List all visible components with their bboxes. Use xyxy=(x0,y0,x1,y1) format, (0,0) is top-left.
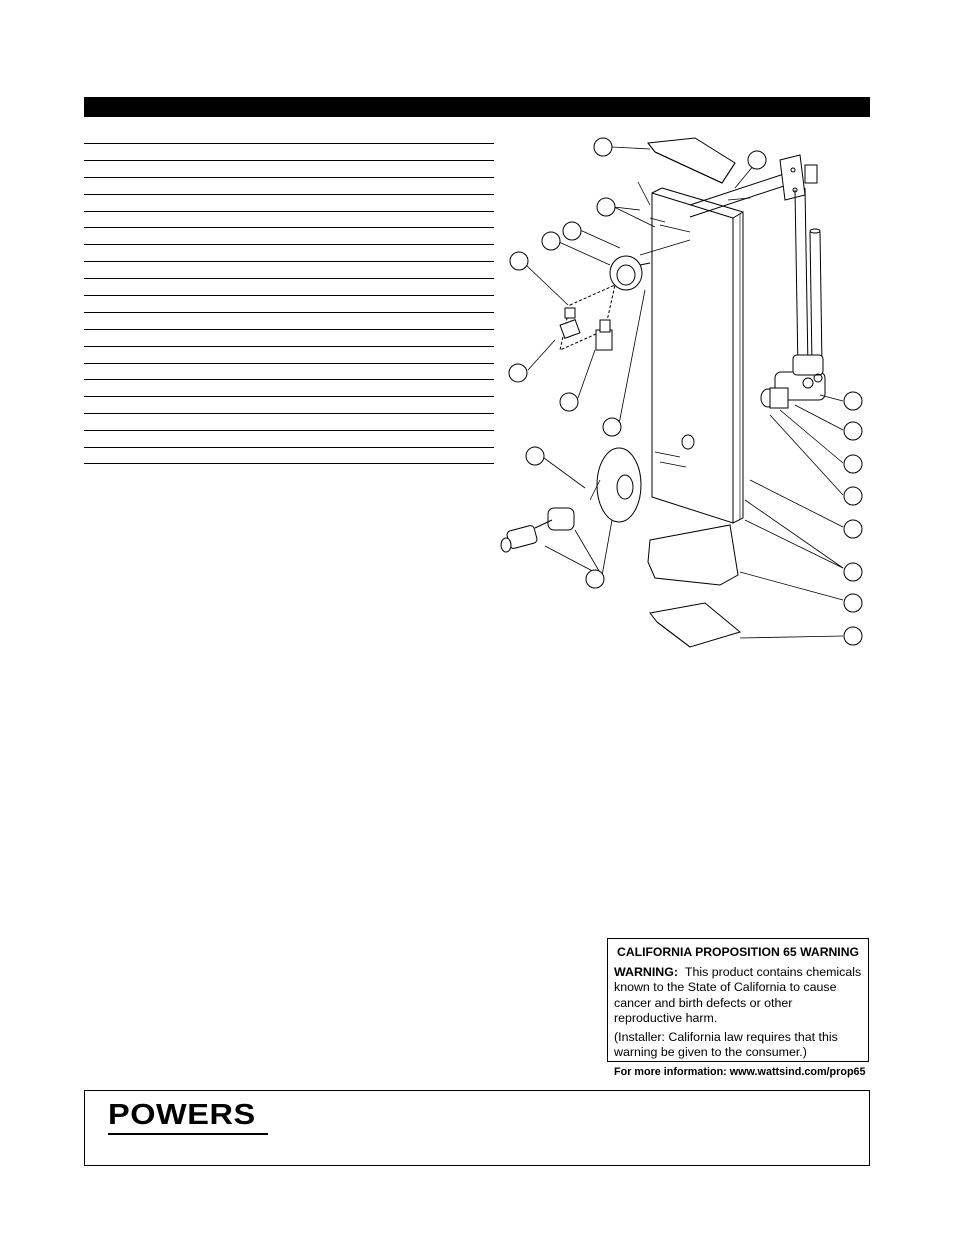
parts-list-table xyxy=(84,143,494,464)
screws xyxy=(589,181,751,501)
top-cap xyxy=(647,137,736,184)
more-info-line: For more information: www.wattsind.com/p… xyxy=(614,1066,866,1079)
foot-plate xyxy=(647,524,739,586)
valve-assembly xyxy=(760,354,826,409)
warning-text: WARNING: This product contains chemicals… xyxy=(614,965,862,1027)
parts-row xyxy=(84,413,494,430)
parts-row xyxy=(84,143,494,160)
logo-underline xyxy=(108,1133,268,1135)
footer-box: POWERS xyxy=(84,1090,870,1166)
parts-row xyxy=(84,295,494,312)
parts-row xyxy=(84,176,494,194)
upper-fittings xyxy=(559,284,616,351)
parts-row xyxy=(84,261,494,278)
parts-row xyxy=(84,430,494,447)
parts-row xyxy=(84,345,494,363)
vertical-pipes xyxy=(794,187,823,371)
powers-logo: POWERS xyxy=(108,1099,256,1131)
callout-leaders xyxy=(525,146,844,639)
lower-escutcheon xyxy=(596,447,642,523)
parts-row xyxy=(84,447,494,464)
parts-row xyxy=(84,328,494,346)
parts-row xyxy=(84,244,494,261)
prop65-warning-box: CALIFORNIA PROPOSITION 65 WARNING WARNIN… xyxy=(607,938,869,1078)
parts-row xyxy=(84,362,494,380)
warning-title: CALIFORNIA PROPOSITION 65 WARNING xyxy=(617,945,859,959)
parts-row xyxy=(84,311,494,329)
parts-row xyxy=(84,379,494,396)
section-header-bar xyxy=(84,97,870,117)
column-body xyxy=(651,187,744,524)
callout-circles xyxy=(508,137,863,646)
upper-supply-pipe xyxy=(689,154,818,218)
parts-row xyxy=(84,396,494,413)
warning-label: WARNING: xyxy=(614,965,679,979)
parts-row xyxy=(84,227,494,244)
installer-note: (Installer: California law requires that… xyxy=(614,1029,838,1060)
parts-row xyxy=(84,278,494,295)
lower-spout xyxy=(500,507,575,553)
parts-row xyxy=(84,193,494,211)
upper-escutcheon xyxy=(609,255,651,291)
exploded-parts-diagram xyxy=(500,137,863,648)
parts-row xyxy=(84,159,494,177)
warning-body: This product contains chemicals known to… xyxy=(614,965,862,1026)
parts-row xyxy=(84,210,494,228)
drain-tray xyxy=(649,602,742,648)
